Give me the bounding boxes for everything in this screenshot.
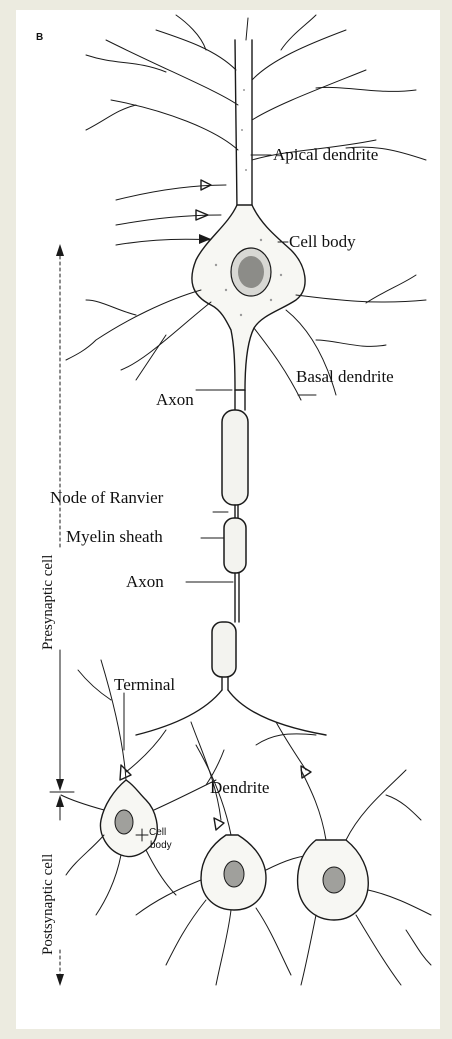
label-cell-body-small-line1: Cell [149,827,166,838]
label-terminal: Terminal [114,675,175,694]
postsynaptic-arrowhead-bottom [56,974,64,986]
label-apical-dendrite: Apical dendrite [273,145,378,164]
label-axon-lower: Axon [126,572,164,591]
postsynaptic-arrowhead-top [56,795,64,807]
label-axon-upper: Axon [156,390,194,409]
label-node-of-ranvier: Node of Ranvier [50,488,164,507]
postsynaptic-neuron-3 [298,770,431,985]
presynaptic-arrowhead-bottom [56,779,64,791]
terminal-bouton-2 [214,818,224,830]
panel-letter: B [36,32,43,43]
myelin-segment-3 [212,622,236,677]
label-basal-dendrite: Basal dendrite [296,367,394,386]
myelin-segment-1 [222,410,248,505]
label-myelin-sheath: Myelin sheath [66,527,163,546]
axon-upper [212,390,248,690]
label-cell-body: Cell body [289,232,356,251]
cell-span-indicators: Presynaptic cell Postsynaptic cell [40,244,74,986]
synaptic-inputs-upper [116,180,226,245]
postsynaptic-neuron-1 [61,660,224,915]
myelin-segment-2 [224,518,246,573]
presynaptic-arrowhead-top [56,244,64,256]
label-presynaptic-cell: Presynaptic cell [40,555,56,650]
label-dendrite: Dendrite [210,778,269,797]
apical-dendrite-tree [86,15,426,210]
label-cell-body-small-line2: body [150,840,172,851]
figure-panel: B [16,10,440,1029]
neuron-diagram: B [16,10,440,1029]
label-postsynaptic-cell: Postsynaptic cell [40,854,56,955]
